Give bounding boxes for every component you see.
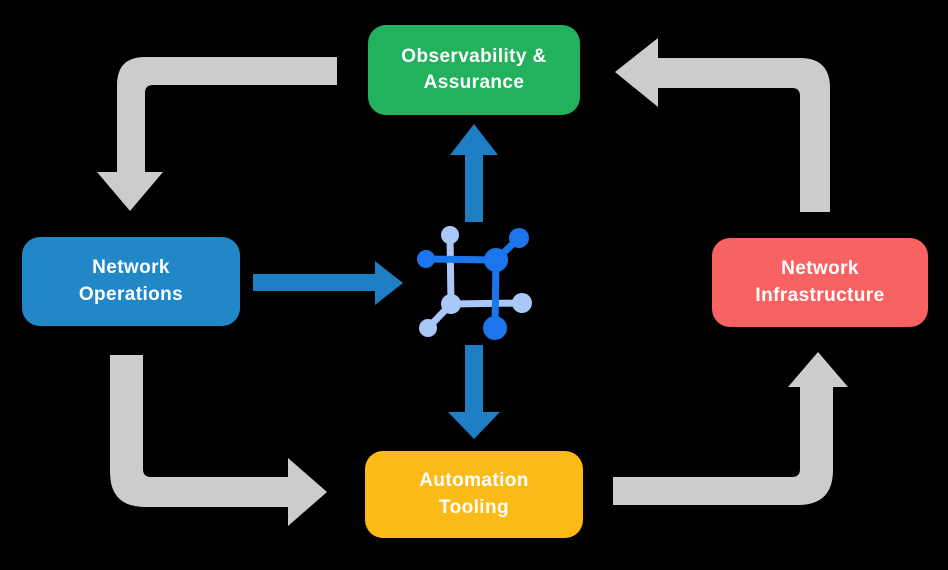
node-observability-assurance-label: Observability & Assurance — [401, 45, 547, 93]
arrow-operations-to-center — [253, 261, 403, 305]
node-automation-tooling: Automation Tooling — [365, 451, 583, 538]
arrow-center-to-observability — [450, 124, 498, 222]
arrow-observability-to-operations — [97, 57, 337, 211]
network-topology-icon — [417, 226, 532, 340]
network-icon-light-dots — [419, 226, 532, 337]
node-observability-assurance: Observability & Assurance — [368, 25, 580, 115]
arrow-infrastructure-to-observability — [615, 38, 830, 212]
node-network-operations: Network Operations — [22, 237, 240, 326]
arrow-operations-to-automation — [110, 355, 327, 526]
node-automation-tooling-label: Automation Tooling — [419, 470, 529, 518]
arrow-center-to-automation — [448, 345, 500, 439]
node-network-infrastructure: Network Infrastructure — [712, 238, 928, 327]
arrow-automation-to-infrastructure — [613, 352, 848, 505]
node-network-infrastructure-label: Network Infrastructure — [755, 258, 885, 306]
node-network-operations-label: Network Operations — [78, 257, 184, 305]
network-icon-dark-dots — [417, 228, 529, 340]
